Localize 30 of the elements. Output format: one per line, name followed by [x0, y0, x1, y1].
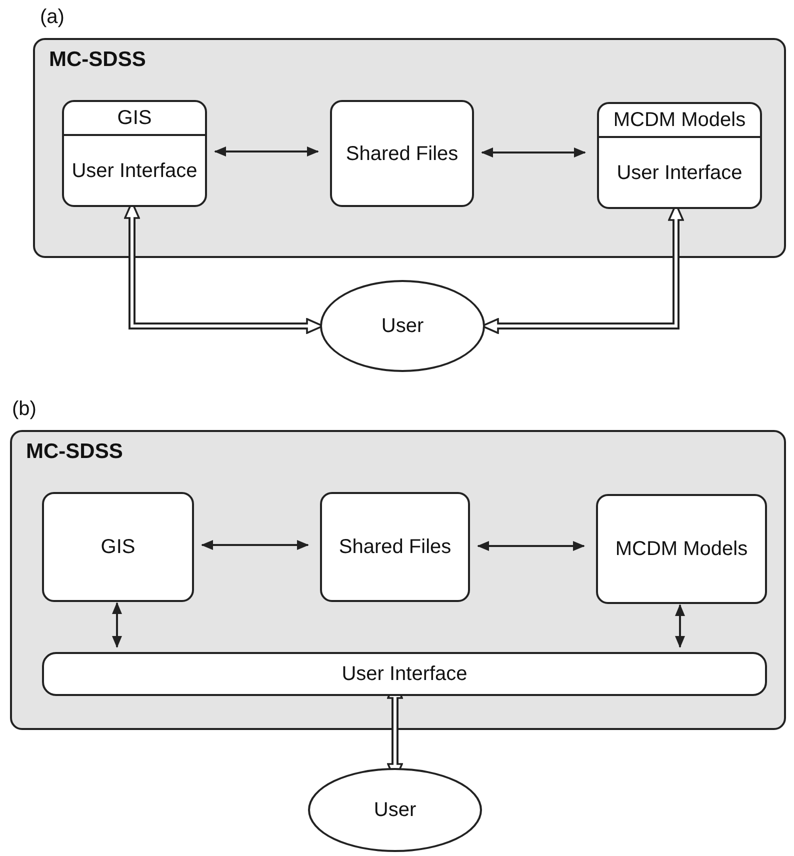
node-label: User: [380, 314, 425, 338]
arrow: [112, 602, 122, 648]
node-label: User Interface: [340, 662, 468, 686]
node-label: GIS: [100, 535, 136, 559]
component-box: [42, 492, 194, 602]
arrow: [477, 541, 585, 551]
node-label: User Interface: [616, 160, 744, 186]
panel-title: MC-SDSS: [26, 440, 123, 464]
node-label: Shared Files: [338, 535, 452, 559]
panel-title: MC-SDSS: [49, 48, 146, 72]
component-box: [596, 494, 767, 604]
component-box: [330, 100, 474, 207]
interface-bar: [42, 652, 767, 696]
panel-label: (b): [12, 398, 36, 421]
system-panel: [10, 430, 786, 730]
node-label: User Interface: [70, 158, 198, 184]
arrow: [481, 148, 586, 158]
arrow: [675, 604, 685, 648]
component-box: [320, 492, 470, 602]
node-label: MCDM Models: [599, 104, 760, 138]
node-label: User: [372, 798, 418, 822]
arrow: [201, 540, 309, 550]
node-label: Shared Files: [344, 142, 460, 166]
component-box: [597, 102, 762, 209]
node-label: GIS: [64, 102, 205, 136]
node-label: MCDM Models: [614, 537, 749, 561]
arrow: [214, 146, 319, 156]
system-panel: [33, 38, 786, 258]
panel-label: (a): [40, 6, 64, 29]
component-box: [62, 100, 207, 207]
